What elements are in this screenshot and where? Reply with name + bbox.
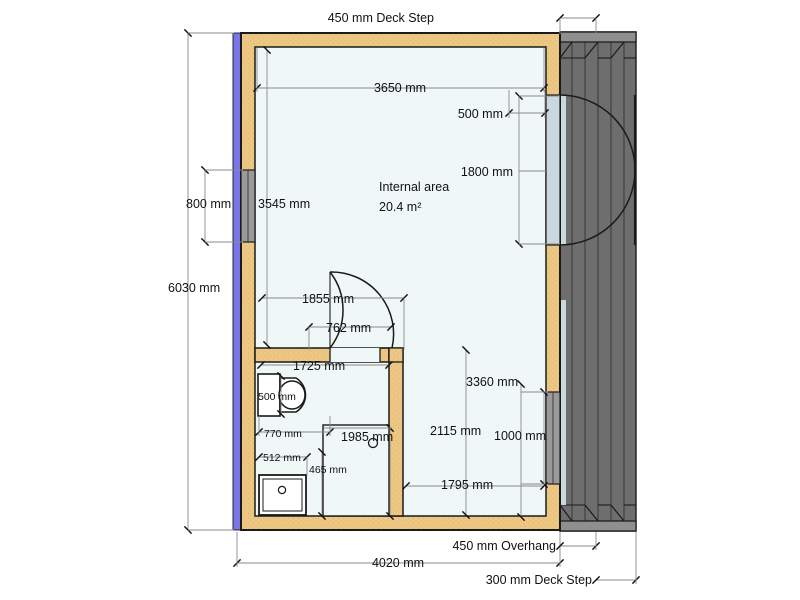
entry-door-opening xyxy=(545,94,561,246)
dim-deck-step-bottom: 300 mm Deck Step xyxy=(486,573,592,587)
basin-drain xyxy=(277,485,287,495)
dimension-labels: 450 mm Deck Step 3650 mm 500 mm 1800 mm … xyxy=(168,11,592,587)
dim-overhang: 450 mm Overhang xyxy=(452,539,556,553)
dim-deck-step-top: 450 mm Deck Step xyxy=(328,11,434,25)
dim-left-window: 800 mm xyxy=(186,197,231,211)
dim-shower-height: 1985 mm xyxy=(341,430,393,444)
bathroom-partitions xyxy=(254,347,404,517)
dim-toilet-width: 770 mm xyxy=(264,428,302,440)
dim-right-door: 1800 mm xyxy=(461,165,513,179)
dim-top-internal: 3650 mm xyxy=(374,81,426,95)
shower-drain xyxy=(367,437,379,449)
dim-right-window: 1000 mm xyxy=(494,429,546,443)
openings xyxy=(240,94,561,485)
dim-door-offset: 1855 mm xyxy=(302,292,354,306)
dim-door-width: 762 mm xyxy=(326,321,371,335)
dim-room-width: 1795 mm xyxy=(441,478,493,492)
area-value: 20.4 m² xyxy=(379,200,421,214)
area-title: Internal area xyxy=(379,180,449,194)
dim-bathroom-width: 1725 mm xyxy=(293,359,345,373)
deck-structure xyxy=(556,31,637,532)
entry-door-swing-lower xyxy=(559,169,636,246)
cladding-strip-left xyxy=(232,32,242,531)
dim-toilet-depth: 500 mm xyxy=(258,391,296,403)
dim-left-overall: 6030 mm xyxy=(168,281,220,295)
dim-right-lower-wall: 3360 mm xyxy=(466,375,518,389)
bathroom-door-swing xyxy=(329,271,344,349)
dimension-lines xyxy=(183,13,641,585)
entry-door-swing-upper xyxy=(559,94,636,171)
door-swings xyxy=(559,94,637,246)
dim-overall-width: 4020 mm xyxy=(372,556,424,570)
basin-inner xyxy=(262,478,303,512)
area-annotation: Internal area 20.4 m² xyxy=(379,180,449,214)
dim-basin-offset: 465 mm xyxy=(309,464,347,476)
dim-room-height: 2115 mm xyxy=(430,424,481,438)
dim-basin-width: 512 mm xyxy=(263,452,301,464)
dim-left-internal: 3545 mm xyxy=(258,197,310,211)
dim-top-right-offset: 500 mm xyxy=(458,107,503,121)
